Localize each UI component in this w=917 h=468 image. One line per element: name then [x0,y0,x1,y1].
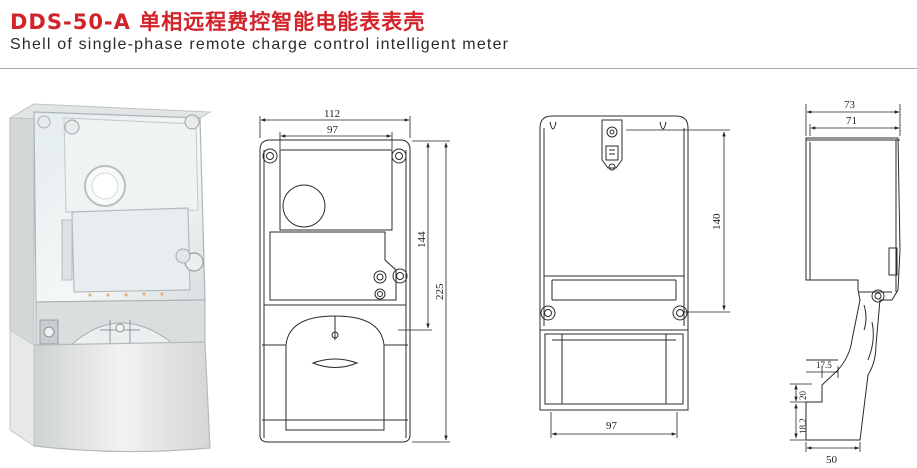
meter-photo [8,103,212,453]
side-view-drawing [805,137,901,441]
dim-offset: 17.5 [816,360,832,370]
dim-mount-height: 140 [711,213,723,230]
dim-depth-inner: 71 [846,115,857,127]
dim-base: 50 [826,454,838,466]
dim-bottom-width: 97 [606,420,618,432]
dim-foot: 18.2 [798,418,808,434]
dim-step: 20 [798,391,808,401]
back-view-dimensions [550,129,730,438]
dim-height-total: 225 [434,283,446,300]
back-view-drawing [539,115,689,411]
front-view-drawing [259,139,411,443]
dim-width-inner: 97 [327,124,339,136]
front-view-dimensions [259,116,450,443]
page-title: DDS-50-A 单相远程费控智能电能表表壳 [10,10,426,34]
dim-depth-outer: 73 [844,99,856,111]
header-divider [0,68,917,69]
dim-height-upper: 144 [416,231,428,248]
dim-width-outer: 112 [324,108,340,120]
page-subtitle: Shell of single-phase remote charge cont… [10,36,510,53]
side-view-dimensions [790,104,901,452]
